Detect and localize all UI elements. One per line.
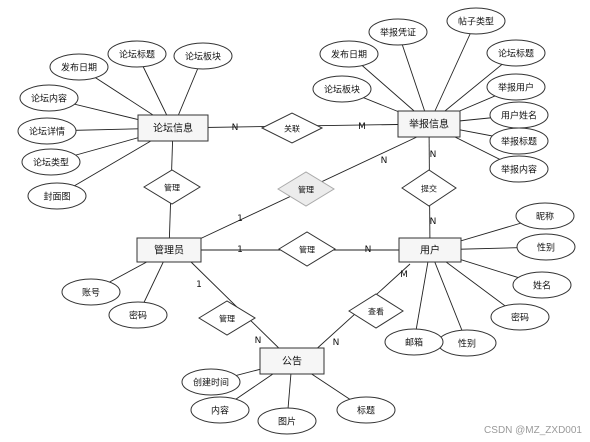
cardinality-label: N xyxy=(430,150,437,160)
report-attribute: 论坛板块 xyxy=(312,75,372,103)
report-attribute: 举报用户 xyxy=(486,73,546,101)
admin-attribute: 密码 xyxy=(108,301,168,329)
attribute-line xyxy=(428,20,477,125)
node-label: 举报信息 xyxy=(409,118,449,131)
cardinality-label: M xyxy=(358,122,366,132)
admin-attribute: 账号 xyxy=(61,278,121,306)
node-label: 查看 xyxy=(368,307,384,317)
node-label: 论坛内容 xyxy=(31,93,67,105)
node-label: 账号 xyxy=(82,288,100,299)
node-label: 性别 xyxy=(458,338,476,350)
node-label: 邮箱 xyxy=(405,337,423,349)
node-label: 用户 xyxy=(420,244,440,257)
forum-attribute: 论坛板块 xyxy=(173,42,233,70)
relation-manage-forum: 管理 xyxy=(143,169,201,205)
node-label: 论坛板块 xyxy=(324,84,360,96)
report-attribute: 举报凭证 xyxy=(368,18,428,46)
node-label: 提交 xyxy=(421,184,437,194)
cardinality-label: M xyxy=(400,270,408,280)
report-attribute: 用户姓名 xyxy=(489,101,549,129)
relation-view: 查看 xyxy=(348,293,404,329)
node-label: 公告 xyxy=(282,355,302,368)
node-label: 发布日期 xyxy=(331,49,367,61)
cardinality-label: 1 xyxy=(237,214,243,224)
node-label: 密码 xyxy=(511,312,529,324)
entity-user: 用户 xyxy=(398,237,462,263)
forum-attribute: 论坛详情 xyxy=(17,117,77,145)
node-label: 举报凭证 xyxy=(380,27,416,39)
report-attribute: 帖子类型 xyxy=(446,7,506,35)
forum-attribute: 发布日期 xyxy=(49,53,109,81)
node-label: 内容 xyxy=(211,405,229,417)
node-label: 管理 xyxy=(298,185,314,195)
cardinality-label: N xyxy=(381,156,388,166)
node-label: 标题 xyxy=(357,405,375,417)
entity-report-info: 举报信息 xyxy=(397,110,461,138)
report-attribute: 举报标题 xyxy=(489,127,549,155)
report-attribute: 论坛标题 xyxy=(486,39,546,67)
user-attribute: 邮箱 xyxy=(384,328,444,356)
relation-associate: 关联 xyxy=(260,112,324,144)
notice-attribute: 图片 xyxy=(257,407,317,435)
forum-attribute: 论坛标题 xyxy=(107,40,167,68)
node-label: 关联 xyxy=(284,124,300,134)
forum-attribute: 论坛内容 xyxy=(19,84,79,112)
forum-attribute: 论坛类型 xyxy=(21,148,81,176)
node-label: 帖子类型 xyxy=(458,16,494,28)
cardinality-label: 1 xyxy=(196,280,202,290)
node-label: 论坛类型 xyxy=(33,157,69,169)
node-label: 论坛标题 xyxy=(119,49,155,61)
relation-manage-user: 管理 xyxy=(278,231,336,267)
node-label: 昵称 xyxy=(536,211,554,223)
node-label: 举报内容 xyxy=(501,164,537,176)
node-label: 论坛标题 xyxy=(498,48,534,60)
node-label: 管理 xyxy=(299,245,315,255)
notice-attribute: 内容 xyxy=(190,396,250,424)
node-label: 性别 xyxy=(537,242,555,254)
cardinality-label: N xyxy=(430,217,437,227)
node-label: 论坛信息 xyxy=(153,122,193,135)
attribute-line xyxy=(397,31,430,125)
user-attribute: 姓名 xyxy=(512,271,572,299)
entity-notice: 公告 xyxy=(259,347,325,375)
entity-admin: 管理员 xyxy=(136,237,202,263)
user-attribute: 性别 xyxy=(437,329,497,357)
watermark: CSDN @MZ_ZXD001 xyxy=(484,425,582,436)
notice-attribute: 创建时间 xyxy=(181,368,241,396)
node-label: 发布日期 xyxy=(61,62,97,74)
relation-submit: 提交 xyxy=(401,169,457,207)
node-label: 管理 xyxy=(219,314,235,324)
node-label: 举报标题 xyxy=(501,136,537,148)
report-attribute: 发布日期 xyxy=(319,40,379,68)
forum-attribute: 封面图 xyxy=(27,182,87,210)
cardinality-label: N xyxy=(255,336,262,346)
relation-manage-notice: 管理 xyxy=(198,300,256,336)
user-attribute: 性别 xyxy=(516,233,576,261)
user-attribute: 昵称 xyxy=(515,202,575,230)
relation-manage-report: 管理 xyxy=(277,171,335,207)
node-label: 举报用户 xyxy=(498,82,534,94)
entity-forum-info: 论坛信息 xyxy=(137,114,209,142)
node-label: 密码 xyxy=(129,310,147,322)
cardinality-label: N xyxy=(333,338,340,348)
report-attribute: 举报内容 xyxy=(489,155,549,183)
attribute-line xyxy=(413,249,431,343)
cardinality-label: 1 xyxy=(237,245,243,255)
node-label: 管理 xyxy=(164,183,180,193)
cardinality-label: N xyxy=(232,123,239,133)
node-label: 用户姓名 xyxy=(501,110,537,122)
node-label: 创建时间 xyxy=(193,377,229,389)
node-label: 论坛板块 xyxy=(185,51,221,63)
node-label: 管理员 xyxy=(154,244,184,257)
node-label: 姓名 xyxy=(533,280,551,292)
node-label: 封面图 xyxy=(43,191,70,203)
notice-attribute: 标题 xyxy=(336,396,396,424)
cardinality-label: N xyxy=(365,245,372,255)
node-label: 图片 xyxy=(278,416,296,428)
user-attribute: 密码 xyxy=(490,303,550,331)
attribute-line xyxy=(429,249,468,344)
node-label: 论坛详情 xyxy=(29,126,65,138)
